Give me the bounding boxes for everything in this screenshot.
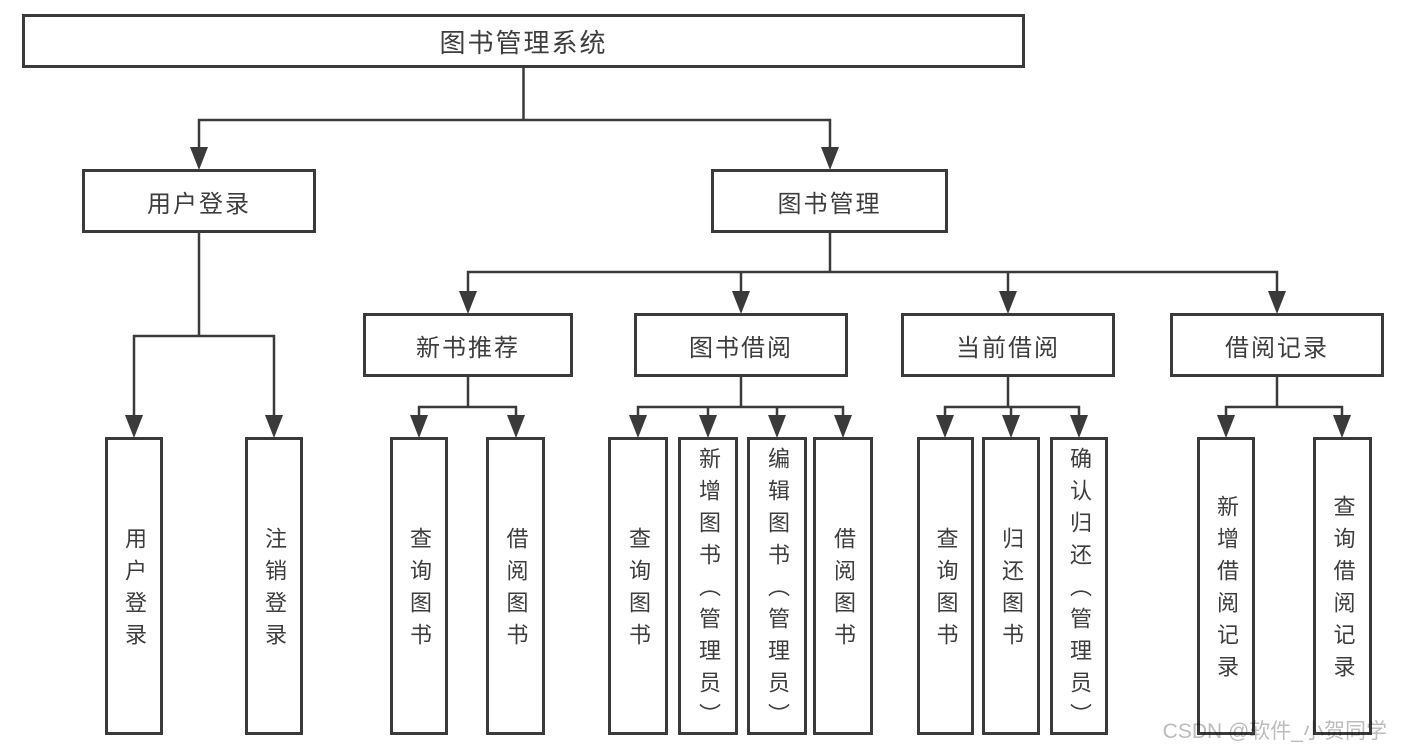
leaf-label: 借阅图书 [503,527,529,655]
leaf-edit-book-admin: 编辑图书（管理员） [747,437,807,735]
leaf-label: 借阅图书 [831,527,856,655]
node-label: 图书管理 [777,190,882,218]
leaf-label: 确认归还（管理员） [1067,447,1092,735]
node-library-management-system: 图书管理系统 [22,14,1025,68]
leaf-query-borrow-record: 查询借阅记录 [1313,437,1372,735]
leaf-user-login: 用户登录 [105,437,163,735]
leaf-query-books-current: 查询图书 [917,437,974,735]
node-label: 新书推荐 [416,334,520,362]
node-book-borrowing: 图书借阅 [634,313,848,377]
node-new-book-recommendation: 新书推荐 [363,313,573,377]
node-label: 图书管理系统 [439,27,608,58]
leaf-label: 编辑图书（管理员） [765,447,790,735]
node-current-borrowing: 当前借阅 [901,313,1115,377]
node-borrowing-records: 借阅记录 [1170,313,1384,377]
leaf-borrow-books: 借阅图书 [813,437,873,735]
leaf-borrow-books-recommend: 借阅图书 [486,437,545,735]
node-label: 用户登录 [147,190,251,218]
leaf-label: 用户登录 [122,527,147,655]
node-label: 图书借阅 [689,334,793,362]
leaf-label: 查询图书 [407,527,432,655]
leaf-label: 新增借阅记录 [1214,495,1239,687]
leaf-label: 查询图书 [933,527,959,655]
node-label: 借阅记录 [1225,334,1329,362]
leaf-label: 注销登录 [262,527,287,655]
node-user-login: 用户登录 [82,169,316,233]
leaf-return-books: 归还图书 [982,437,1040,735]
leaf-add-book-admin: 新增图书（管理员） [678,437,738,735]
leaf-label: 归还图书 [999,527,1024,655]
leaf-label: 查询借阅记录 [1330,495,1356,687]
leaf-label: 新增图书（管理员） [696,447,721,735]
leaf-logout: 注销登录 [245,437,303,735]
leaf-label: 查询图书 [626,527,651,655]
leaf-confirm-return-admin: 确认归还（管理员） [1050,437,1108,735]
node-book-management: 图书管理 [711,169,948,233]
leaf-query-books-recommend: 查询图书 [390,437,448,735]
node-label: 当前借阅 [956,334,1060,362]
csdn-watermark: CSDN @软件_小贺同学 [1162,720,1387,743]
leaf-add-borrow-record: 新增借阅记录 [1197,437,1255,735]
leaf-query-books-borrow: 查询图书 [608,437,668,735]
